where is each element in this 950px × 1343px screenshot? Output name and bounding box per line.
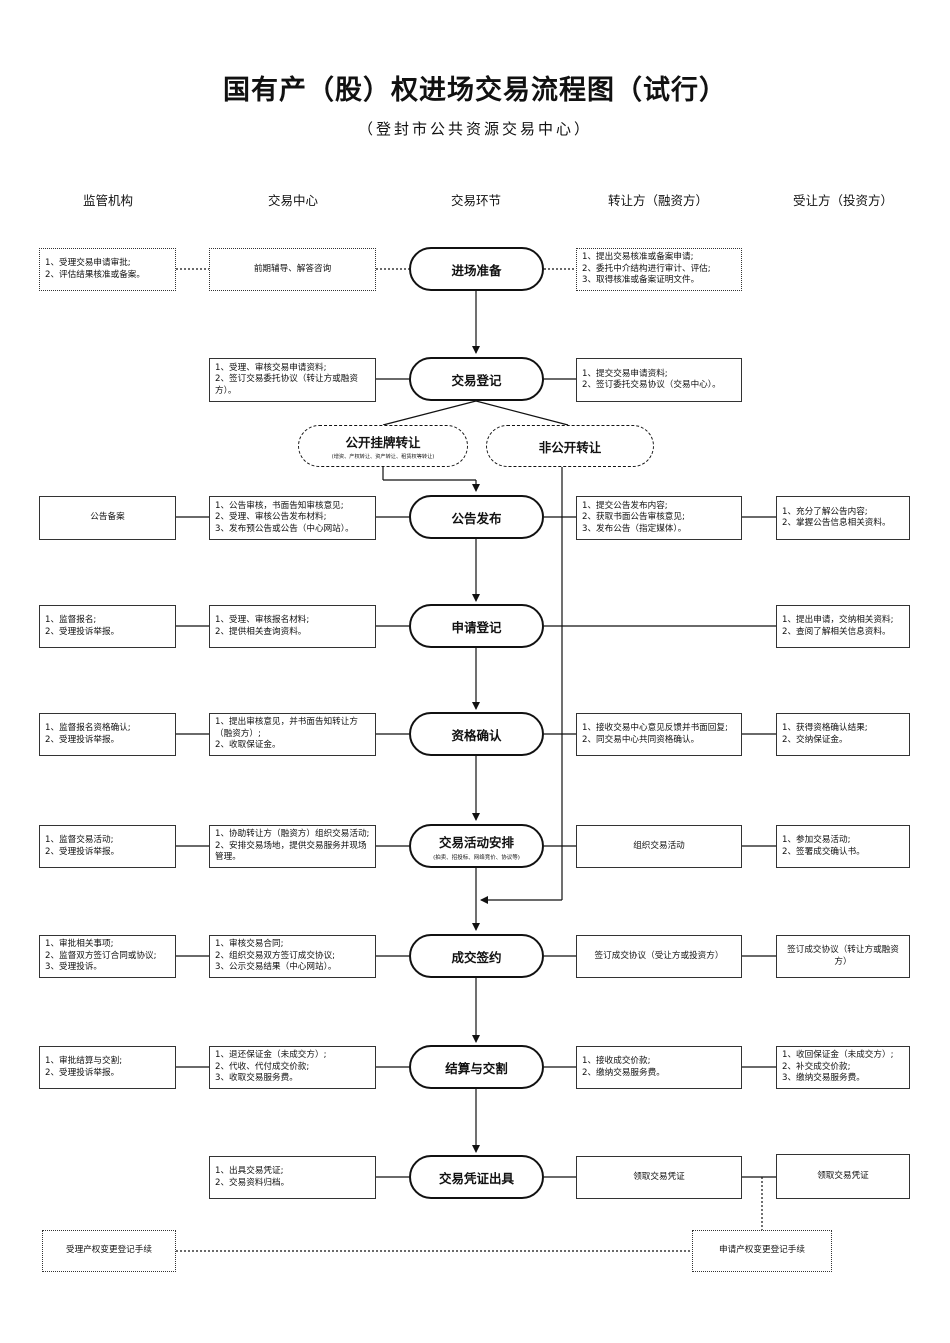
regulator-r5-box: 1、监督报名资格确认; 2、受理投诉举报。 (39, 713, 176, 756)
stage-6-note: (拍卖、招投标、网络竞价、协议等) (433, 854, 520, 861)
center-r4-box: 1、受理、审核报名材料; 2、提供相关查询资料。 (209, 605, 376, 648)
stage-2: 交易登记 (409, 357, 544, 401)
stage-3: 公告发布 (409, 495, 544, 539)
regulator-r1-box: 1、受理交易申请审批; 2、评估结果核准或备案。 (39, 248, 176, 291)
page-title: 国有产（股）权进场交易流程图（试行） (223, 75, 727, 106)
split-line-nonpublic (475, 400, 569, 426)
stage-7: 成交签约 (409, 934, 544, 978)
center-r7-box: 1、审核交易合同; 2、组织交易双方签订成交协议; 3、公示交易结果（中心网站）… (209, 935, 376, 978)
footer-right-box: 申请产权变更登记手续 (692, 1230, 832, 1272)
column-header-buyer: 受让方（投资方） (792, 193, 893, 208)
regulator-r4-box: 1、监督报名; 2、受理投诉举报。 (39, 605, 176, 648)
center-r5-box: 1、提出审核意见，并书面告知转让方（融资方）; 2、收取保证金。 (209, 713, 376, 756)
buyer-r7-box: 签订成交协议（转让方或融资方） (776, 935, 910, 978)
stage-5-label: 资格确认 (451, 727, 502, 743)
center-r9-box: 1、出具交易凭证; 2、交易资料归档。 (209, 1156, 376, 1199)
buyer-r3-box: 1、充分了解公告内容; 2、掌握公告信息相关资料。 (776, 496, 910, 540)
center-r3-box: 1、公告审核，书面告知审核意见; 2、受理、审核公告发布材料; 3、发布预公告或… (209, 496, 376, 540)
split-line-public (382, 400, 477, 426)
seller-r8-box: 1、接收成交价款; 2、缴纳交易服务费。 (576, 1046, 742, 1089)
stage-8: 结算与交割 (409, 1045, 544, 1089)
seller-r9-box: 领取交易凭证 (576, 1156, 742, 1199)
branch-nonpublic-label: 非公开转让 (538, 439, 602, 455)
branch-public: 公开挂牌转让 (增资、产权转让、资产转让、租赁权等转让) (298, 425, 468, 467)
stage-8-label: 结算与交割 (445, 1060, 508, 1076)
buyer-r4-box: 1、提出申请，交纳相关资料; 2、查阅了解相关信息资料。 (776, 605, 910, 648)
column-header-stage: 交易环节 (450, 193, 501, 208)
regulator-r7-box: 1、审批相关事项; 2、监督双方签订合同或协议; 3、受理投诉。 (39, 935, 176, 978)
stage-5: 资格确认 (409, 712, 544, 756)
seller-r5-box: 1、接收交易中心意见反馈并书面回复; 2、同交易中心共同资格确认。 (576, 713, 742, 756)
stage-9-label: 交易凭证出具 (438, 1170, 514, 1186)
buyer-r9-box: 领取交易凭证 (776, 1154, 910, 1199)
branch-nonpublic: 非公开转让 (486, 425, 654, 467)
stage-4: 申请登记 (409, 604, 544, 648)
stage-1: 进场准备 (409, 247, 544, 291)
stage-7-label: 成交签约 (451, 949, 502, 965)
seller-r1-box: 1、提出交易核准或备案申请; 2、委托中介结构进行审计、评估; 3、取得核准或备… (576, 248, 742, 291)
regulator-r8-box: 1、审批结算与交割; 2、受理投诉举报。 (39, 1046, 176, 1089)
page-subtitle: （登封市公共资源交易中心） (357, 120, 592, 138)
center-r8-box: 1、退还保证金（未成交方）; 2、代收、代付成交价款; 3、收取交易服务费。 (209, 1046, 376, 1089)
stage-3-label: 公告发布 (451, 510, 502, 526)
center-r1-box: 前期辅导、解答咨询 (209, 248, 376, 291)
seller-r6-box: 组织交易活动 (576, 825, 742, 868)
regulator-r3-box: 公告备案 (39, 496, 176, 540)
seller-r2-box: 1、提交交易申请资料; 2、签订委托交易协议（交易中心）。 (576, 358, 742, 402)
buyer-r8-box: 1、收回保证金（未成交方）; 2、补交成交价款; 3、缴纳交易服务费。 (776, 1046, 910, 1089)
branch-public-note: (增资、产权转让、资产转让、租赁权等转让) (331, 454, 435, 460)
regulator-r6-box: 1、监督交易活动; 2、受理投诉举报。 (39, 825, 176, 868)
buyer-r5-box: 1、获得资格确认结果; 2、交纳保证金。 (776, 713, 910, 756)
center-r6-box: 1、协助转让方（融资方）组织交易活动; 2、安排交易场地，提供交易服务并现场管理… (209, 825, 376, 868)
stage-6: 交易活动安排 (拍卖、招投标、网络竞价、协议等) (409, 824, 544, 868)
seller-r3-box: 1、提交公告发布内容; 2、获取书面公告审核意见; 3、发布公告（指定媒体）。 (576, 496, 742, 540)
column-header-seller: 转让方（融资方） (607, 193, 708, 208)
buyer-r6-box: 1、参加交易活动; 2、签署成交确认书。 (776, 825, 910, 868)
stage-1-label: 进场准备 (451, 262, 502, 278)
stage-9: 交易凭证出具 (409, 1155, 544, 1199)
center-r2-box: 1、受理、审核交易申请资料; 2、签订交易委托协议（转让方或融资方）。 (209, 358, 376, 402)
seller-r7-box: 签订成交协议（受让方或投资方） (576, 935, 742, 978)
stage-2-label: 交易登记 (451, 372, 502, 388)
branch-public-label: 公开挂牌转让 (345, 435, 421, 450)
footer-left-box: 受理产权变更登记手续 (42, 1230, 176, 1272)
column-header-center: 交易中心 (267, 193, 318, 208)
column-header-regulator: 监管机构 (82, 193, 133, 208)
stage-4-label: 申请登记 (451, 619, 502, 635)
stage-6-label: 交易活动安排 (438, 834, 514, 850)
